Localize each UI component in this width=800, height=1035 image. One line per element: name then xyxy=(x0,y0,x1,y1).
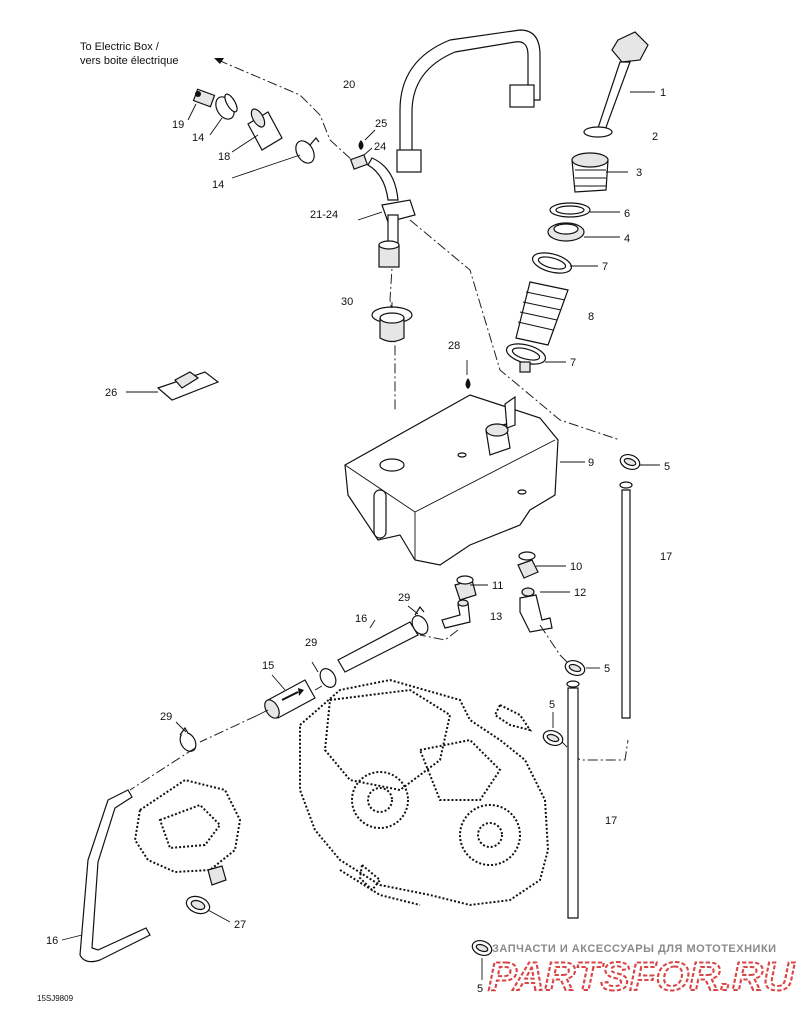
callout-7-lower: 7 xyxy=(570,357,576,369)
callout-17-right: 17 xyxy=(660,551,672,563)
callout-5-middle: 5 xyxy=(604,663,610,675)
part-10-grommet xyxy=(517,551,539,579)
callout-5-tank: 5 xyxy=(664,461,670,473)
part-11-grommet xyxy=(454,575,477,601)
engine-reference-outline xyxy=(299,678,550,907)
callout-14-lower: 14 xyxy=(212,179,224,191)
callout-21-24: 21-24 xyxy=(310,209,338,221)
vent-line xyxy=(214,58,621,441)
callout-2: 2 xyxy=(652,131,658,143)
site-watermark: ЗАПЧАСТИ И АКСЕССУАРЫ ДЛЯ МОТОТЕХНИКИ PA… xyxy=(487,943,796,1000)
part-26-clip xyxy=(156,371,220,401)
electric-box-label-line2: vers boite électrique xyxy=(80,55,178,67)
callout-5-bottom: 5 xyxy=(477,983,483,995)
part-14-clamp-lower xyxy=(295,137,320,164)
part-29-clamp-middle xyxy=(319,668,337,688)
part-7-clamp-lower xyxy=(505,343,547,373)
part-16-hose-upper xyxy=(337,621,419,673)
part-8-bellows-hose xyxy=(515,281,569,346)
part-29-clamp-lower xyxy=(179,726,197,752)
leader-lines xyxy=(61,91,660,980)
callout-20: 20 xyxy=(343,79,355,91)
callout-28: 28 xyxy=(448,340,460,352)
callout-1: 1 xyxy=(660,87,666,99)
callout-9: 9 xyxy=(588,457,594,469)
part-27-clamp xyxy=(185,895,211,915)
callout-7-upper: 7 xyxy=(602,261,608,273)
part-5-clamp-engine xyxy=(542,729,564,747)
part-6-seal-ring xyxy=(549,202,591,218)
part-7-clamp-upper xyxy=(531,252,573,274)
callout-14-upper: 14 xyxy=(192,132,204,144)
callout-25: 25 xyxy=(375,118,387,130)
callout-12: 12 xyxy=(574,587,586,599)
part-19-fitting xyxy=(192,88,216,108)
arrow-head-icon xyxy=(214,58,224,64)
callout-16-upper: 16 xyxy=(355,613,367,625)
callout-13: 13 xyxy=(490,611,502,623)
part-5-clamp-middle xyxy=(564,659,586,677)
part-28-drop xyxy=(465,378,471,389)
callout-8: 8 xyxy=(588,311,594,323)
callout-16-lower: 16 xyxy=(46,935,58,947)
callout-29-lower: 29 xyxy=(160,711,172,723)
callout-24: 24 xyxy=(374,141,386,153)
callout-10: 10 xyxy=(570,561,582,573)
part-4-nut xyxy=(547,222,585,242)
part-9-fuel-tank xyxy=(344,394,559,566)
part-25-drop xyxy=(358,140,364,150)
part-2-gasket xyxy=(583,126,613,138)
part-3-filler-neck xyxy=(571,152,609,193)
callout-19: 19 xyxy=(172,119,184,131)
callout-15: 15 xyxy=(262,660,274,672)
callout-29-middle: 29 xyxy=(305,637,317,649)
part-15-fuel-filter xyxy=(255,679,323,719)
part-21-tee-fitting xyxy=(367,157,416,268)
callout-labels: 1 2 3 4 5 5 5 5 6 7 7 8 9 10 11 12 13 14… xyxy=(46,79,672,995)
callout-5-engine: 5 xyxy=(549,699,555,711)
drawing-reference-code: 15SJ9809 xyxy=(37,994,74,1003)
callout-3: 3 xyxy=(636,167,642,179)
fuel-pump-reference-outline xyxy=(133,778,242,886)
callout-17-center: 17 xyxy=(605,815,617,827)
callout-11: 11 xyxy=(492,580,503,592)
watermark-tagline: ЗАПЧАСТИ И АКСЕССУАРЫ ДЛЯ МОТОТЕХНИКИ xyxy=(492,943,777,955)
part-5-clamp-bottom xyxy=(471,939,493,957)
part-20-bracket xyxy=(396,29,541,173)
callout-27: 27 xyxy=(234,919,246,931)
part-5-clamp-tank xyxy=(619,453,641,471)
part-30-grommet xyxy=(371,306,413,343)
part-16-hose-lower xyxy=(79,789,151,963)
callout-6: 6 xyxy=(624,208,630,220)
part-12-connector xyxy=(519,587,553,633)
callout-29-upper: 29 xyxy=(398,592,410,604)
callout-26: 26 xyxy=(105,387,117,399)
electric-box-label-line1: To Electric Box / xyxy=(80,41,160,53)
callout-30: 30 xyxy=(341,296,353,308)
callout-4: 4 xyxy=(624,233,630,245)
callout-18: 18 xyxy=(218,151,230,163)
part-18-hose xyxy=(247,108,283,151)
part-17-hose-center xyxy=(566,680,580,919)
part-24-connector xyxy=(349,154,369,170)
part-17-hose-right xyxy=(619,481,633,719)
part-14-clamp-upper xyxy=(215,93,238,120)
part-1-cap-with-dipstick xyxy=(597,31,649,131)
part-13-elbow-fitting xyxy=(441,599,471,629)
watermark-brand: PARTSFOR.RU xyxy=(488,955,795,999)
